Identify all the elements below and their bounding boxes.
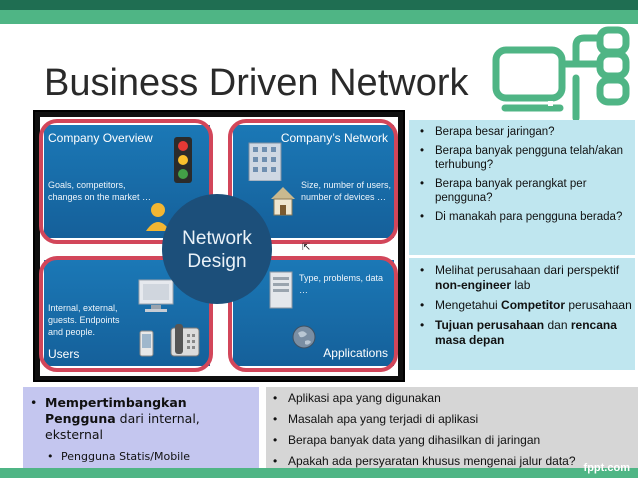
list-item: Berapa banyak pengguna telah/akan terhub…: [415, 144, 633, 172]
users-desc-1: Internal, external,: [48, 303, 118, 313]
companys-network-panel: Company’s Network Size, number of users,…: [233, 125, 394, 238]
server-icon: [269, 271, 293, 309]
network-design-label: Network Design: [162, 227, 272, 273]
company-overview-desc-2: changes on the market …: [48, 192, 152, 202]
network-design-diagram: Company Overview Goals, competitors, cha…: [33, 110, 405, 382]
users-highlight: [39, 256, 213, 372]
person-icon: [146, 203, 170, 231]
top-band-dark: [0, 0, 638, 10]
applications-highlight: [228, 256, 398, 372]
network-design-hub: [162, 194, 272, 304]
users-consideration-box: Mempertimbangkan Pengguna dari internal,…: [23, 387, 259, 469]
companys-network-desc-2: number of devices …: [301, 192, 387, 202]
house-icon: [271, 187, 295, 216]
list-item: Tujuan perusahaan dan rencana masa depan: [415, 318, 635, 348]
company-overview-desc-1: Goals, competitors,: [48, 180, 126, 190]
applications-questions-box: Aplikasi apa yang digunakan Masalah apa …: [266, 387, 638, 469]
company-overview-highlight: [39, 119, 213, 244]
company-overview-title: Company Overview: [48, 131, 153, 145]
list-item: Berapa besar jaringan?: [415, 125, 633, 139]
watermark: fppt.com: [583, 462, 630, 474]
slide-title: Business Driven Network: [44, 62, 469, 104]
desk-phone-icon: [170, 324, 200, 357]
bottom-band: [0, 468, 638, 478]
company-goals-box: Melihat perusahaan dari perspektif non-e…: [409, 258, 635, 370]
list-item: Apakah ada persyaratan khusus mengenai j…: [268, 454, 636, 469]
applications-desc-1: Type, problems, data …: [299, 273, 384, 295]
list-item: Di manakah para pengguna berada?: [415, 210, 633, 224]
network-design-line-1: Network: [182, 228, 252, 249]
applications-title: Applications: [323, 346, 388, 360]
phone-icon: [139, 330, 154, 357]
list-item: Mengetahui Competitor perusahaan: [415, 298, 635, 313]
list-item: Berapa banyak perangkat per pengguna?: [415, 177, 633, 205]
list-item: Berapa banyak data yang dihasilkan di ja…: [268, 433, 636, 448]
companys-network-title: Company’s Network: [280, 131, 388, 145]
company-goals-list: Melihat perusahaan dari perspektif non-e…: [415, 263, 635, 353]
list-item: Mempertimbangkan Pengguna dari internal,…: [25, 395, 257, 443]
globe-icon: [292, 325, 316, 349]
network-questions-list: Berapa besar jaringan? Berapa banyak pen…: [415, 125, 633, 229]
monitor-icon: [138, 279, 174, 312]
list-item: Masalah apa yang terjadi di aplikasi: [268, 412, 636, 427]
users-desc-2: guests. Endpoints: [48, 315, 120, 325]
mouse-cursor-icon: ⇱: [302, 242, 311, 253]
traffic-light-icon: [174, 137, 192, 183]
network-design-line-2: Design: [187, 251, 247, 272]
list-item: Melihat perusahaan dari perspektif non-e…: [415, 263, 635, 293]
diagram-canvas: Company Overview Goals, competitors, cha…: [39, 117, 398, 376]
companys-network-highlight: [228, 119, 398, 244]
applications-questions-list: Aplikasi apa yang digunakan Masalah apa …: [268, 391, 636, 475]
list-item: Aplikasi apa yang digunakan: [268, 391, 636, 406]
users-desc-3: and people.: [48, 327, 96, 337]
network-questions-box: Berapa besar jaringan? Berapa banyak pen…: [409, 120, 635, 255]
companys-network-desc-1: Size, number of users,: [301, 180, 392, 190]
users-consideration-list: Mempertimbangkan Pengguna dari internal,…: [25, 395, 257, 465]
list-sub-item: Pengguna Statis/Mobile: [25, 449, 257, 465]
top-band-light: [0, 10, 638, 24]
building-icon: [248, 142, 282, 181]
